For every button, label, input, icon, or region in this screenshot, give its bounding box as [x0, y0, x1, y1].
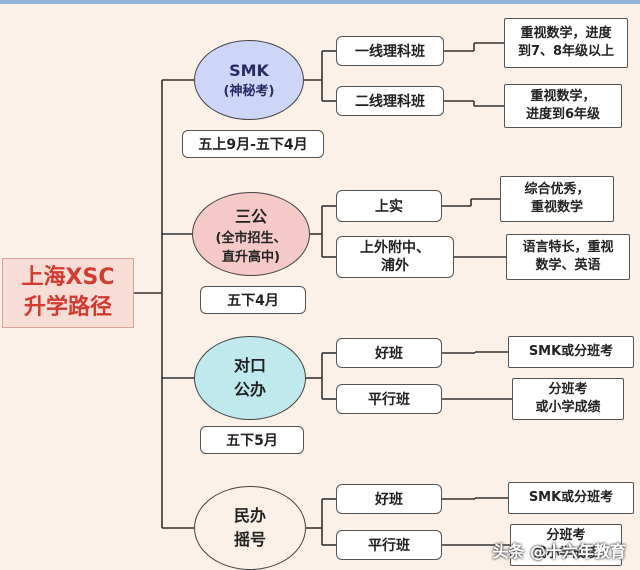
root-line-1: 上海XSC	[21, 265, 115, 290]
class-sangong-2-line-1: 上外附中、	[360, 240, 430, 256]
desc-smk-2: 重视数学， 进度到6年级	[504, 84, 622, 128]
desc-minban-1: SMK或分班考	[508, 482, 634, 514]
desc-sangong-2-line-1: 语言特长，重视	[522, 240, 614, 255]
ellipse-sangong-title: 三公	[234, 207, 267, 226]
ellipse-duikou-line-2: 公办	[233, 380, 266, 399]
desc-smk-2-line-1: 重视数学，	[530, 89, 596, 104]
desc-sangong-1: 综合优秀， 重视数学	[500, 176, 614, 222]
top-accent-bar	[0, 0, 640, 4]
class-sangong-2: 上外附中、 浦外	[336, 236, 454, 278]
ellipse-duikou-line-1: 对口	[233, 356, 266, 375]
desc-minban-2: 分班考 或小学成绩	[510, 524, 622, 566]
class-minban-1: 好班	[336, 484, 442, 514]
ellipse-smk-title: SMK	[229, 61, 269, 80]
class-duikou-2: 平行班	[336, 384, 442, 414]
desc-sangong-1-line-2: 重视数学	[530, 200, 583, 215]
ellipse-sangong: 三公 (全市招生、 直升高中)	[192, 192, 310, 276]
class-duikou-1: 好班	[336, 338, 442, 368]
class-duikou-2-label: 平行班	[368, 392, 410, 408]
desc-duikou-2-line-2: 或小学成绩	[535, 400, 601, 415]
ellipse-minban: 民办 摇号	[194, 486, 306, 570]
class-smk-1-label: 一线理科班	[355, 44, 425, 60]
class-sangong-1: 上实	[336, 190, 442, 222]
ellipse-smk: SMK (神秘考)	[194, 40, 304, 120]
desc-sangong-1-line-1: 综合优秀，	[524, 182, 590, 197]
period-sangong: 五下4月	[200, 286, 306, 314]
class-minban-2-label: 平行班	[368, 538, 410, 554]
desc-duikou-1-line-1: SMK或分班考	[528, 344, 614, 359]
desc-sangong-2: 语言特长，重视 数学、英语	[506, 234, 630, 280]
class-minban-1-label: 好班	[375, 492, 403, 508]
ellipse-duikou: 对口 公办	[194, 336, 306, 420]
desc-duikou-1: SMK或分班考	[508, 336, 634, 368]
class-smk-2-label: 二线理科班	[355, 94, 425, 110]
class-minban-2: 平行班	[336, 530, 442, 560]
class-smk-2: 二线理科班	[336, 86, 444, 116]
desc-duikou-2: 分班考 或小学成绩	[512, 378, 624, 420]
period-smk: 五上9月-五下4月	[182, 130, 324, 158]
period-duikou: 五下5月	[200, 426, 304, 454]
desc-smk-1: 重视数学，进度 到7、8年级以上	[504, 18, 628, 68]
root-node: 上海XSC 升学路径	[2, 258, 134, 328]
desc-smk-1-line-1: 重视数学，进度	[520, 26, 612, 41]
desc-duikou-2-line-1: 分班考	[548, 382, 588, 397]
watermark: 头条 @十六年教育	[492, 542, 626, 561]
class-sangong-2-line-2: 浦外	[381, 258, 409, 274]
desc-minban-2-line-1: 分班考	[546, 528, 586, 543]
desc-sangong-2-line-2: 数学、英语	[535, 258, 601, 273]
class-duikou-1-label: 好班	[375, 346, 403, 362]
ellipse-minban-line-1: 民办	[233, 506, 266, 525]
desc-minban-1-line-1: SMK或分班考	[528, 490, 614, 505]
ellipse-minban-line-2: 摇号	[233, 530, 266, 549]
desc-smk-1-line-2: 到7、8年级以上	[517, 44, 615, 59]
desc-smk-2-line-2: 进度到6年级	[525, 107, 601, 122]
class-sangong-1-label: 上实	[375, 199, 403, 215]
ellipse-sangong-subtitle-1: (全市招生、	[215, 231, 287, 246]
root-line-2: 升学路径	[23, 295, 112, 320]
desc-minban-2-line-2: 或小学成绩	[533, 546, 599, 561]
class-smk-1: 一线理科班	[336, 36, 444, 66]
ellipse-smk-subtitle: (神秘考)	[223, 84, 275, 99]
ellipse-sangong-subtitle-2: 直升高中)	[222, 250, 280, 265]
